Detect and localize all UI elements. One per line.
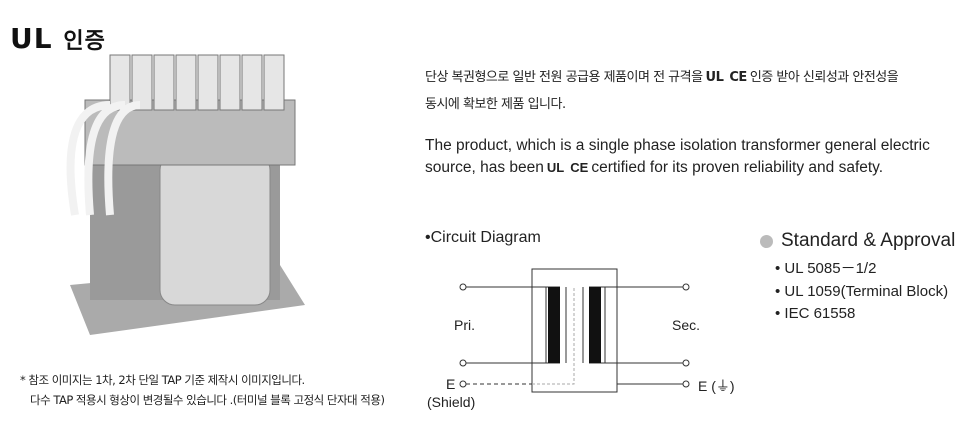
primary-label: Pri. [454,317,475,333]
ce-mark-icon: CE [570,160,589,175]
standards-section: Standard & Approval • UL 5085－1/2 • UL 1… [760,230,955,322]
standard-item: • UL 1059(Terminal Block) [775,283,949,300]
earth-shield-label: E [446,376,456,392]
standard-item: • IEC 61558 [775,305,856,322]
page-title: UL 인증 [10,22,106,55]
standard-item: • UL 5085－1/2 [775,260,877,277]
secondary-label: Sec. [672,317,701,333]
shield-label: (Shield) [427,394,476,410]
circuit-title: •Circuit Diagram [425,229,541,246]
bullet-icon [760,234,773,248]
note-line2: 다수 TAP 적용시 형상이 변경될수 있습니다 .(터미널 블록 고정식 단자… [30,393,385,407]
description-en-line1: The product, which is a single phase iso… [425,137,930,154]
ul-mark-icon: UL [705,70,724,85]
standards-title: Standard & Approval [781,230,956,251]
earth-ground-label: E (⏚) [698,378,735,394]
description-kr-line2: 동시에 확보한 제품 입니다. [425,97,566,112]
note-line1: * 참조 이미지는 1차, 2차 단일 TAP 기준 제작시 이미지입니다. [20,373,305,387]
ce-mark-icon: CE [729,70,747,85]
ul-mark-icon: UL [546,160,565,175]
transformer-photo [66,54,305,335]
